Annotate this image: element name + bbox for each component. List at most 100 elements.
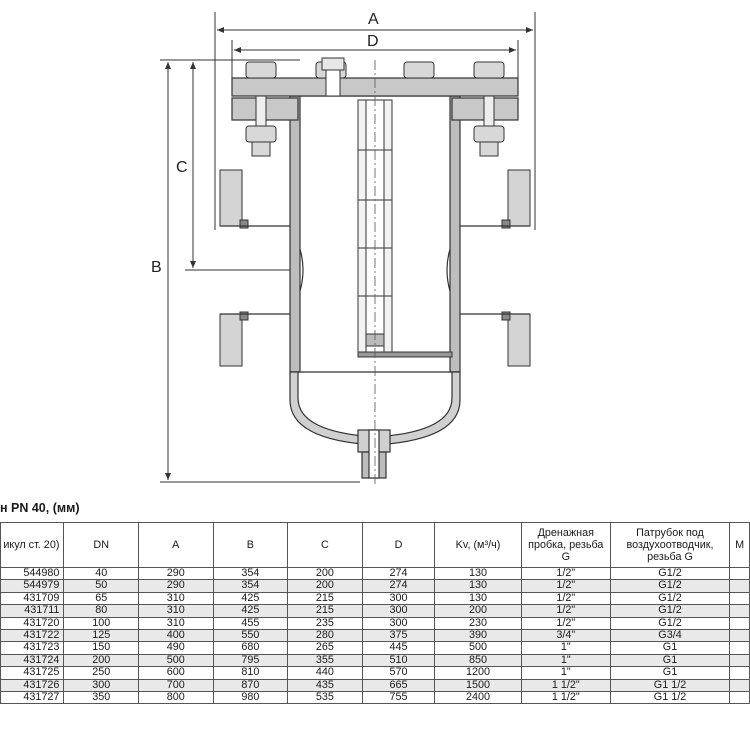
inlet-flange-left xyxy=(219,169,249,367)
cell-kv: 130 xyxy=(434,579,522,593)
cell-c: 265 xyxy=(287,641,363,655)
cell-cut xyxy=(729,616,750,631)
cell-b: 550 xyxy=(212,629,289,643)
cell-a: 490 xyxy=(137,641,214,655)
cell-drain-plug: 1/2" xyxy=(520,566,611,581)
cell-dn: 80 xyxy=(63,604,139,618)
dimension-label-c: C xyxy=(176,159,188,176)
cell-dn: 100 xyxy=(63,616,139,631)
col-header-kv: Kv, (м³/ч) xyxy=(434,522,522,568)
col-header-drain-plug: Дренажная пробка, резьба G xyxy=(520,522,611,568)
cell-a: 400 xyxy=(137,629,214,643)
cell-cut xyxy=(729,653,750,668)
table-title: н PN 40, (мм) xyxy=(0,501,80,515)
cell-kv: 130 xyxy=(434,591,522,606)
cell-a: 310 xyxy=(137,616,214,631)
cell-c: 235 xyxy=(287,616,363,631)
cell-air-vent: G1/2 xyxy=(609,579,731,593)
cell-article: 431724 xyxy=(0,653,65,668)
cell-b: 680 xyxy=(212,641,289,655)
filter-screen xyxy=(357,99,453,358)
cell-drain-plug: 1/2" xyxy=(520,616,611,631)
cell-c: 200 xyxy=(287,579,363,593)
cell-dn: 50 xyxy=(63,579,139,593)
cell-b: 425 xyxy=(212,604,289,618)
cell-article: 544979 xyxy=(0,579,65,593)
cell-b: 354 xyxy=(212,566,289,581)
air-vent-port xyxy=(321,57,345,97)
cell-cut xyxy=(729,591,750,606)
filter-bottom xyxy=(289,371,461,479)
col-header-dn: DN xyxy=(63,522,139,568)
cell-air-vent: G1 1/2 xyxy=(609,691,731,705)
cell-air-vent: G1 xyxy=(609,666,731,680)
cell-d: 510 xyxy=(361,653,436,668)
cell-d: 300 xyxy=(361,604,436,618)
cell-d: 570 xyxy=(361,666,436,680)
cell-a: 500 xyxy=(137,653,214,668)
cell-cut xyxy=(729,678,750,693)
cell-cut xyxy=(729,579,750,593)
cell-drain-plug: 1" xyxy=(520,641,611,655)
cell-a: 290 xyxy=(137,579,214,593)
cell-d: 445 xyxy=(361,641,436,655)
cell-c: 440 xyxy=(287,666,363,680)
dimension-label-d: D xyxy=(367,33,379,50)
cell-kv: 1500 xyxy=(434,678,522,693)
cell-b: 354 xyxy=(212,579,289,593)
cell-cut xyxy=(729,629,750,643)
cell-b: 870 xyxy=(212,678,289,693)
table-header-row: икул ст. 20) DN A B C D Kv, (м³/ч) Дрена… xyxy=(0,522,750,568)
cell-dn: 300 xyxy=(63,678,139,693)
cell-drain-plug: 1/2" xyxy=(520,591,611,606)
cell-b: 980 xyxy=(212,691,289,705)
cell-dn: 350 xyxy=(63,691,139,705)
cell-article: 431723 xyxy=(0,641,65,655)
cell-d: 274 xyxy=(361,566,436,581)
cell-kv: 200 xyxy=(434,604,522,618)
cell-drain-plug: 1" xyxy=(520,653,611,668)
cell-air-vent: G1 xyxy=(609,641,731,655)
cell-c: 355 xyxy=(287,653,363,668)
cell-b: 810 xyxy=(212,666,289,680)
col-header-a: A xyxy=(137,522,214,568)
cell-kv: 390 xyxy=(434,629,522,643)
cell-air-vent: G1/2 xyxy=(609,616,731,631)
cell-b: 425 xyxy=(212,591,289,606)
cell-air-vent: G3/4 xyxy=(609,629,731,643)
cell-c: 535 xyxy=(287,691,363,705)
cell-d: 375 xyxy=(361,629,436,643)
cell-d: 274 xyxy=(361,579,436,593)
col-header-air-vent: Патрубок под воздухоотводчик, резьба G xyxy=(609,522,731,568)
col-header-d: D xyxy=(361,522,436,568)
cell-d: 300 xyxy=(361,591,436,606)
cell-article: 544980 xyxy=(0,566,65,581)
dimension-lines xyxy=(160,12,536,483)
cell-article: 431725 xyxy=(0,666,65,680)
cell-drain-plug: 1 1/2" xyxy=(520,691,611,705)
outlet-flange-right xyxy=(501,169,531,367)
cell-air-vent: G1/2 xyxy=(609,566,731,581)
cell-b: 795 xyxy=(212,653,289,668)
cell-a: 310 xyxy=(137,604,214,618)
cell-cut xyxy=(729,666,750,680)
cell-c: 280 xyxy=(287,629,363,643)
cell-dn: 65 xyxy=(63,591,139,606)
cell-kv: 130 xyxy=(434,566,522,581)
cell-dn: 150 xyxy=(63,641,139,655)
dimension-label-a: A xyxy=(368,11,379,28)
cell-b: 455 xyxy=(212,616,289,631)
cell-dn: 125 xyxy=(63,629,139,643)
cell-a: 800 xyxy=(137,691,214,705)
cell-c: 200 xyxy=(287,566,363,581)
cell-article: 431722 xyxy=(0,629,65,643)
cell-air-vent: G1/2 xyxy=(609,604,731,618)
cell-c: 215 xyxy=(287,591,363,606)
cell-c: 435 xyxy=(287,678,363,693)
